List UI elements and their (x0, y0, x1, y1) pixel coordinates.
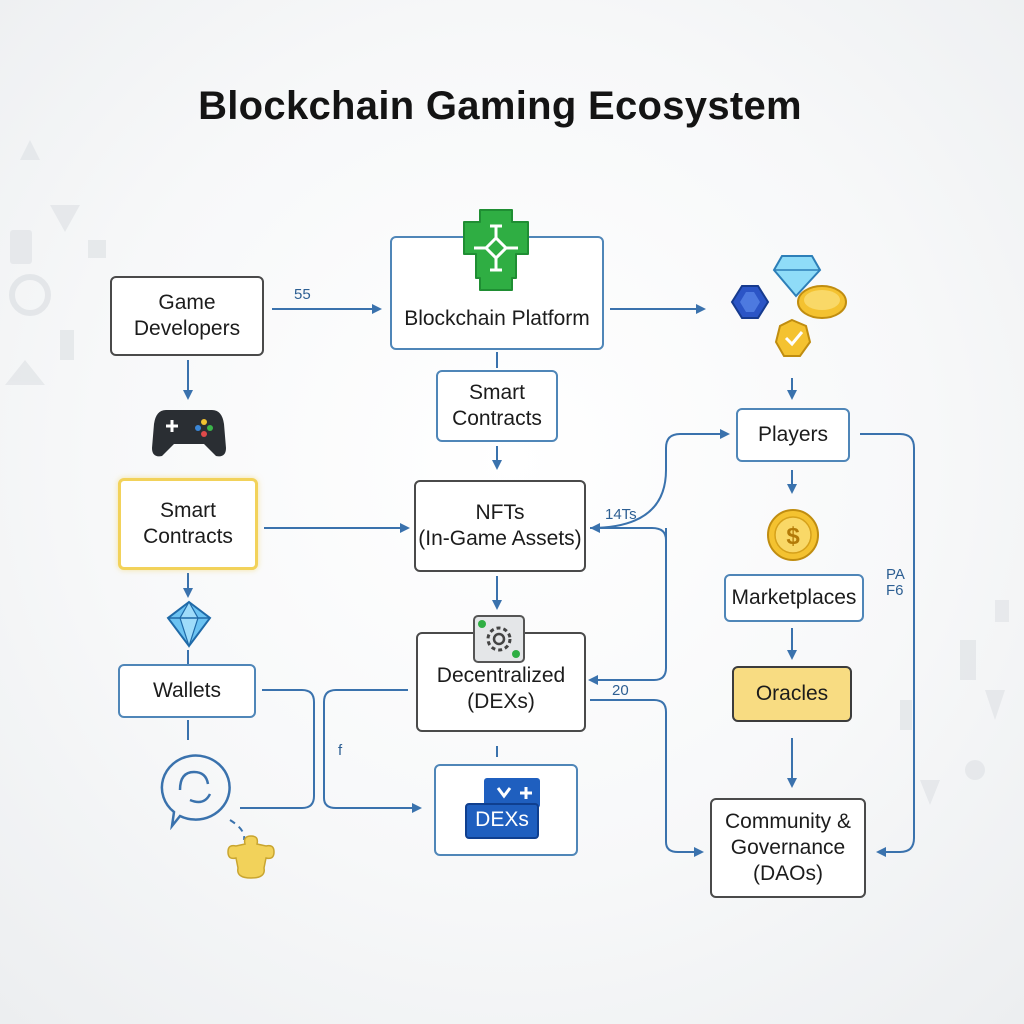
decentralized-label: Decentralized (DEXs) (436, 663, 566, 713)
marketplaces-label: Marketplaces (731, 585, 857, 609)
dollar-coin-icon: $ (767, 509, 819, 561)
edge-loop-to-players (589, 429, 730, 529)
community-governance-node[interactable]: Community & Governance (DAOs) (710, 798, 866, 898)
nfts-node[interactable]: NFTs (In-Game Assets) (414, 480, 586, 572)
edge-label-wallet-branch: f (338, 742, 343, 759)
players-label: Players (757, 422, 829, 446)
smart-contracts-left-node[interactable]: Smart Contracts (118, 478, 258, 570)
crystal-icon (166, 600, 212, 648)
smart-contracts-center-label: Smart Contracts (452, 380, 542, 430)
wallets-label: Wallets (152, 678, 222, 702)
game-developers-node[interactable]: Game Developers (110, 276, 264, 356)
edge-players-to-community (860, 433, 915, 857)
edge-decentralized-to-dexs-badge (323, 689, 422, 813)
edge-loop-to-nfts (590, 523, 667, 541)
chat-bubble-icon (160, 754, 231, 830)
dexs-badge[interactable] (462, 776, 546, 842)
edge-label-players: 14Ts (605, 506, 637, 523)
edge-label-f6: F6 (886, 582, 904, 599)
gamepad-icon (152, 410, 226, 457)
gear-icon (473, 615, 525, 663)
svg-text:$: $ (786, 523, 800, 550)
gems-and-coins-icon (730, 255, 847, 357)
dexs-badge-label: DEXs (475, 808, 529, 831)
blockchain-platform-label: Blockchain Platform (404, 306, 590, 330)
diagram-title: Blockchain Gaming Ecosystem (198, 84, 802, 128)
game-developers-label: Game Developers (133, 290, 241, 340)
edge-wallets-to-chat (240, 689, 315, 809)
wallets-node[interactable]: Wallets (118, 664, 256, 718)
edge-label-loop: 20 (612, 682, 629, 699)
oracles-label: Oracles (755, 681, 829, 705)
marketplaces-node[interactable]: Marketplaces (724, 574, 864, 622)
edge-label-pa: PA (886, 566, 905, 583)
community-governance-label: Community & Governance (DAOs) (724, 809, 852, 886)
edge-decentralized-to-community (590, 699, 704, 857)
smart-contracts-center-node[interactable]: Smart Contracts (436, 370, 558, 442)
smart-contracts-left-label: Smart Contracts (143, 498, 233, 548)
edge-chat-to-puzzle (229, 819, 246, 841)
puzzle-icon (227, 835, 275, 879)
edge-label-developers: 55 (294, 286, 311, 303)
players-node[interactable]: Players (736, 408, 850, 462)
nfts-label: NFTs (In-Game Assets) (418, 500, 582, 550)
edge-loop-to-decentralized (588, 528, 667, 685)
oracles-node[interactable]: Oracles (732, 666, 852, 722)
blockchain-network-icon (463, 209, 529, 291)
